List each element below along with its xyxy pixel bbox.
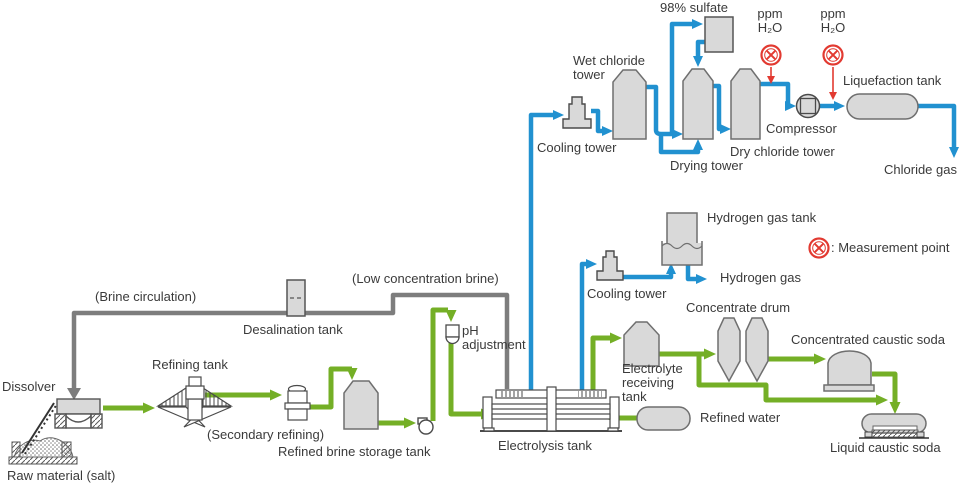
refined-brine-storage-tank-vessel: [343, 380, 379, 430]
raw-material-salt-pile: [8, 437, 78, 465]
measurement-arrows: [770, 67, 834, 92]
liquid-caustic-soda-vessel: [859, 413, 929, 439]
label-compressor: Compressor: [766, 121, 837, 136]
brine-pump: [417, 417, 434, 435]
measurement-point-icon-2: [822, 44, 844, 66]
green-flow-lines: [103, 307, 898, 426]
hydrogen-gas-tank-vessel: [661, 212, 703, 266]
label-concentrated-caustic-soda: Concentrated caustic soda: [791, 332, 945, 347]
refined-water-vessel: [636, 406, 691, 431]
concentrate-drums: [717, 317, 769, 383]
label-ph-adjustment: pH adjustment: [462, 323, 526, 352]
measurement-arrowheads: [767, 76, 837, 100]
sulfate-tank: [704, 16, 734, 53]
brine-circulation-arrowhead: [67, 388, 81, 400]
label-hydrogen-gas-tank: Hydrogen gas tank: [707, 210, 817, 225]
cooling-tower-2-vessel: [596, 250, 624, 281]
blue-gas-lines: [528, 21, 957, 390]
label-ppm-h2o-1: ppm H₂O: [757, 6, 783, 35]
green-flow-arrowheads: [143, 310, 901, 429]
dissolver-vessel: [54, 398, 103, 429]
label-cooling-tower-2: Cooling tower: [587, 286, 667, 301]
liquefaction-tank-vessel: [846, 93, 919, 120]
label-ppm-h2o-2: ppm H₂O: [820, 6, 846, 35]
label-secondary-refining: (Secondary refining): [207, 427, 325, 442]
label-drying-tower: Drying tower: [670, 158, 743, 173]
label-wet-chloride-tower: Wet chloride tower: [573, 53, 646, 82]
blue-gas-arrowheads: [553, 19, 959, 284]
label-refined-brine-storage-tank: Refined brine storage tank: [278, 444, 431, 459]
concentrated-caustic-soda-tank: [823, 350, 875, 392]
label-chloride-gas: Chloride gas: [884, 162, 957, 177]
label-dry-chloride-tower: Dry chloride tower: [730, 144, 835, 159]
ph-adjustment-funnel: [445, 324, 460, 345]
measurement-point-icon-1: [760, 44, 782, 66]
wet-chloride-tower-vessel: [612, 69, 647, 140]
cooling-tower-1-vessel: [562, 96, 592, 129]
label-concentrate-drum: Concentrate drum: [686, 300, 791, 315]
electrolyte-receiving-tank-vessel: [623, 321, 660, 367]
label-liquefaction-tank: Liquefaction tank: [843, 73, 942, 88]
measurement-point-legend-icon: [808, 237, 830, 259]
label-desalination-tank: Desalination tank: [243, 322, 343, 337]
label-low-concentration-brine: (Low concentration brine): [352, 271, 499, 286]
label-electrolyte-receiving-tank: Electrolyte receiving tank: [622, 361, 683, 404]
label-brine-circulation: (Brine circulation): [95, 289, 197, 304]
dry-chloride-tower-vessel: [730, 68, 761, 140]
label-dissolver: Dissolver: [2, 379, 56, 394]
drying-tower-vessel: [682, 68, 714, 140]
brine-circulation-line: [71, 292, 510, 389]
label-electrolysis-tank: Electrolysis tank: [498, 438, 592, 453]
compressor-unit: [795, 93, 821, 119]
label-liquid-caustic-soda: Liquid caustic soda: [830, 440, 941, 455]
label-hydrogen-gas: Hydrogen gas: [720, 270, 801, 285]
label-measurement-point: : Measurement point: [831, 240, 950, 255]
electrolysis-tank-unit: [480, 386, 622, 432]
label-cooling-tower-1: Cooling tower: [537, 140, 617, 155]
label-98-sulfate: 98% sulfate: [660, 0, 728, 15]
label-refining-tank: Refining tank: [152, 357, 228, 372]
desalination-tank-vessel: [286, 279, 306, 317]
secondary-refining-vessel: [284, 384, 311, 421]
label-refined-water: Refined water: [700, 410, 781, 425]
refining-tank-vessel: [155, 376, 234, 428]
label-raw-material-salt: Raw material (salt): [7, 468, 116, 483]
conveyor: [21, 402, 58, 455]
